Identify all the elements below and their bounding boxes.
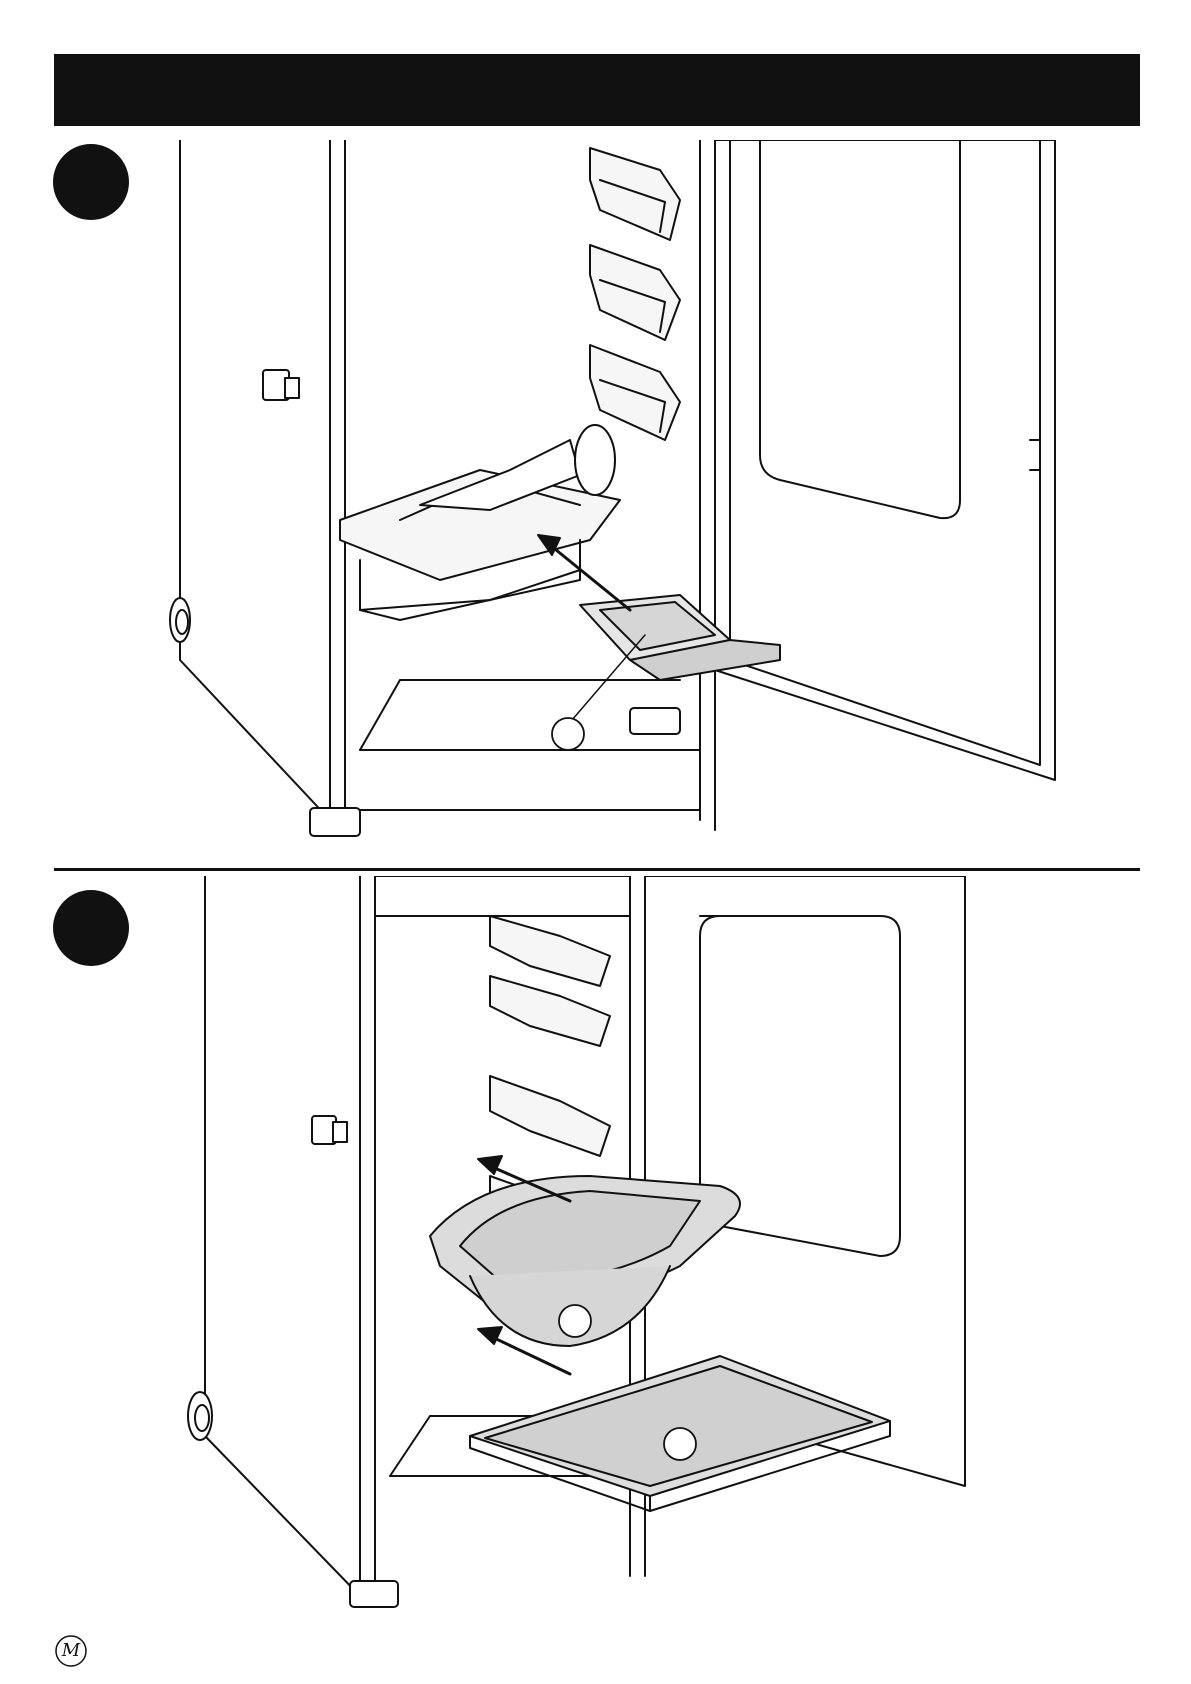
step-2-marker — [53, 890, 129, 966]
section-divider — [54, 868, 1140, 871]
brand-logo-icon: M — [54, 1634, 88, 1668]
rack-rail — [590, 148, 680, 440]
step-1-illustration — [160, 140, 1140, 860]
header-bar — [54, 54, 1140, 126]
logo-mark: M — [54, 1634, 88, 1668]
step-1-marker — [53, 144, 129, 220]
step-2-illustration — [160, 876, 1140, 1636]
